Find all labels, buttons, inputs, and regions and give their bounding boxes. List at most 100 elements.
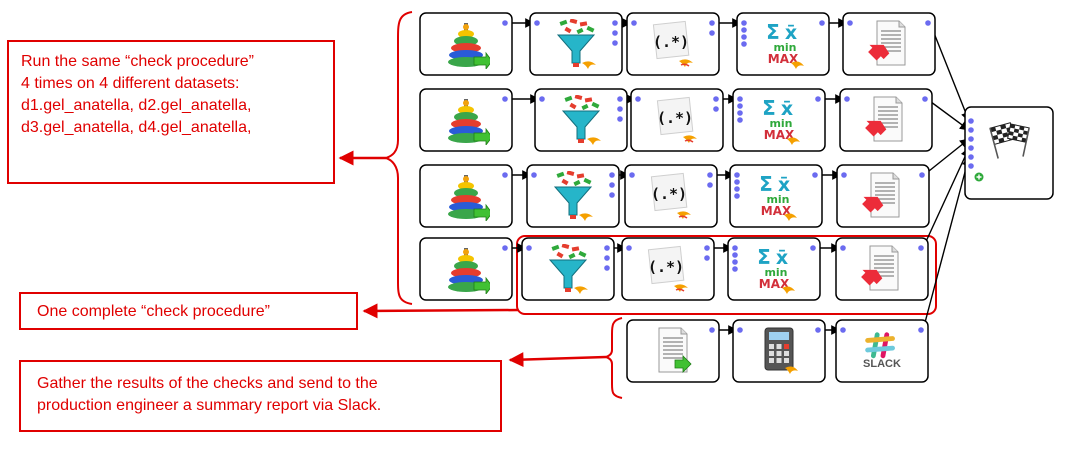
input-port[interactable] (531, 172, 537, 178)
output-port[interactable] (612, 40, 618, 46)
output-port[interactable] (609, 192, 615, 198)
input-port[interactable] (631, 20, 637, 26)
input-port[interactable] (737, 96, 743, 102)
input-port[interactable] (968, 154, 974, 160)
output-port[interactable] (609, 182, 615, 188)
regex-node[interactable] (630, 88, 724, 152)
output-port[interactable] (918, 245, 924, 251)
dataset-reader-node[interactable] (419, 237, 513, 301)
input-port[interactable] (734, 172, 740, 178)
input-port[interactable] (841, 172, 847, 178)
aggregate-node[interactable] (732, 88, 826, 152)
output-port[interactable] (604, 245, 610, 251)
output-port[interactable] (812, 172, 818, 178)
finish-node[interactable] (964, 106, 1054, 200)
output-port[interactable] (502, 172, 508, 178)
input-port[interactable] (734, 186, 740, 192)
input-port[interactable] (734, 179, 740, 185)
output-port[interactable] (709, 20, 715, 26)
dataset-reader-node[interactable] (419, 12, 513, 76)
report-writer-node[interactable] (835, 237, 929, 301)
output-port[interactable] (918, 327, 924, 333)
output-port[interactable] (617, 106, 623, 112)
filter-node[interactable] (526, 164, 620, 228)
input-port[interactable] (840, 327, 846, 333)
input-port[interactable] (968, 136, 974, 142)
output-port[interactable] (612, 20, 618, 26)
aggregate-node[interactable] (727, 237, 821, 301)
report-writer-node[interactable] (836, 164, 930, 228)
output-port[interactable] (713, 96, 719, 102)
output-port[interactable] (919, 172, 925, 178)
report-writer-node[interactable] (839, 88, 933, 152)
report-reader-node[interactable] (626, 319, 720, 383)
input-port[interactable] (734, 193, 740, 199)
regex-node[interactable] (624, 164, 718, 228)
filter-node[interactable] (534, 88, 628, 152)
output-port[interactable] (704, 255, 710, 261)
output-port[interactable] (502, 245, 508, 251)
input-port[interactable] (635, 96, 641, 102)
regex-node[interactable] (621, 237, 715, 301)
input-port[interactable] (737, 103, 743, 109)
input-port[interactable] (968, 127, 974, 133)
input-port[interactable] (737, 110, 743, 116)
output-port[interactable] (709, 30, 715, 36)
output-port[interactable] (922, 96, 928, 102)
regex-node[interactable] (626, 12, 720, 76)
callout-gather-line: production engineer a summary report via… (37, 397, 382, 414)
output-port[interactable] (502, 96, 508, 102)
input-port[interactable] (968, 118, 974, 124)
input-port[interactable] (844, 96, 850, 102)
input-port[interactable] (840, 245, 846, 251)
filter-node[interactable] (521, 237, 615, 301)
callout-gather-line: Gather the results of the checks and sen… (37, 375, 378, 392)
input-port[interactable] (539, 96, 545, 102)
output-port[interactable] (617, 96, 623, 102)
output-port[interactable] (604, 265, 610, 271)
callout-gather: Gather the results of the checks and sen… (19, 360, 502, 432)
calculator-node[interactable] (732, 319, 826, 383)
aggregate-node[interactable] (736, 12, 830, 76)
input-port[interactable] (737, 117, 743, 123)
input-port[interactable] (968, 163, 974, 169)
input-port[interactable] (629, 172, 635, 178)
output-port[interactable] (617, 116, 623, 122)
input-port[interactable] (741, 20, 747, 26)
output-port[interactable] (704, 245, 710, 251)
output-port[interactable] (707, 172, 713, 178)
input-port[interactable] (737, 327, 743, 333)
output-port[interactable] (713, 106, 719, 112)
output-port[interactable] (502, 20, 508, 26)
input-port[interactable] (732, 266, 738, 272)
output-port[interactable] (815, 327, 821, 333)
input-port[interactable] (732, 259, 738, 265)
report-writer-node[interactable] (842, 12, 936, 76)
output-port[interactable] (810, 245, 816, 251)
check-procedure-highlight (516, 235, 937, 315)
output-port[interactable] (707, 182, 713, 188)
input-port[interactable] (732, 252, 738, 258)
dataset-reader-node[interactable] (419, 88, 513, 152)
output-port[interactable] (612, 30, 618, 36)
output-port[interactable] (819, 20, 825, 26)
input-port[interactable] (847, 20, 853, 26)
aggregate-node[interactable] (729, 164, 823, 228)
output-port[interactable] (604, 255, 610, 261)
output-port[interactable] (925, 20, 931, 26)
input-port[interactable] (526, 245, 532, 251)
input-port[interactable] (741, 27, 747, 33)
output-port[interactable] (815, 96, 821, 102)
input-port[interactable] (626, 245, 632, 251)
filter-node[interactable] (529, 12, 623, 76)
input-port[interactable] (534, 20, 540, 26)
input-port[interactable] (741, 41, 747, 47)
input-port[interactable] (968, 145, 974, 151)
slack-node[interactable] (835, 319, 929, 383)
input-port[interactable] (732, 245, 738, 251)
dataset-reader-node[interactable] (419, 164, 513, 228)
output-port[interactable] (609, 172, 615, 178)
edge-arrow (926, 98, 970, 131)
input-port[interactable] (741, 34, 747, 40)
output-port[interactable] (709, 327, 715, 333)
